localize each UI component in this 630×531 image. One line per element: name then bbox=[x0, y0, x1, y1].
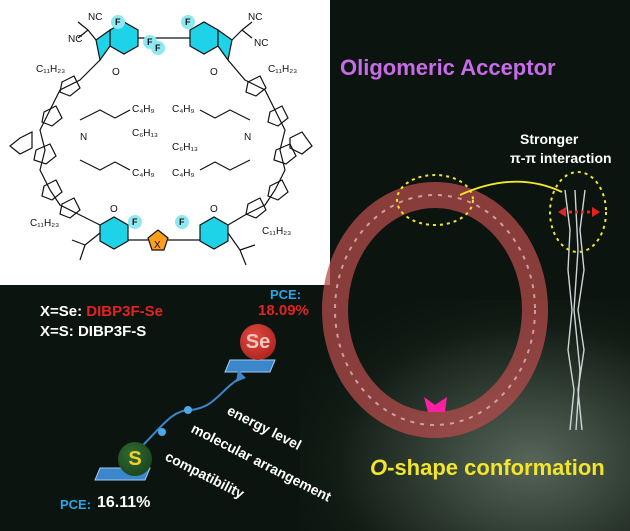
interaction-label-line2: π-π interaction bbox=[510, 150, 612, 166]
molecule-drawing: NC NC NC NC C₁₁H₂₃ C₁₁H₂₃ C₁₁H₂₃ C₁₁H₂₃ … bbox=[9, 12, 313, 266]
performance-staircase bbox=[94, 359, 276, 481]
stacking-highlight-left bbox=[396, 174, 474, 226]
label-o-3: O bbox=[110, 204, 118, 215]
label-c6-2: C₆H₁₃ bbox=[172, 142, 198, 153]
label-cn-2: NC bbox=[68, 34, 82, 45]
label-f-6: F bbox=[179, 217, 185, 227]
label-c4-2: C₄H₉ bbox=[132, 168, 155, 179]
label-c6-1: C₆H₁₃ bbox=[132, 128, 158, 139]
o-shape-model-illustration bbox=[322, 171, 607, 438]
label-n-1: N bbox=[80, 132, 87, 143]
chemical-structure-panel: NC NC NC NC C₁₁H₂₃ C₁₁H₂₃ C₁₁H₂₃ C₁₁H₂₃ … bbox=[0, 0, 330, 285]
stacking-highlight-right bbox=[549, 171, 607, 253]
label-n-2: N bbox=[244, 132, 251, 143]
pce-value-se: 18.09% bbox=[258, 302, 309, 319]
pce-label-s: PCE: bbox=[60, 497, 92, 512]
label-c11-4: C₁₁H₂₃ bbox=[262, 226, 291, 237]
label-c11-3: C₁₁H₂₃ bbox=[30, 218, 59, 229]
label-cn-1: NC bbox=[88, 12, 102, 23]
variant-s-name: DIBP3F-S bbox=[77, 323, 147, 340]
label-c4-4: C₄H₉ bbox=[172, 168, 195, 179]
selenium-badge: Se bbox=[240, 324, 276, 360]
label-o-1: O bbox=[112, 67, 120, 78]
label-f-2: F bbox=[147, 37, 153, 47]
connector-line bbox=[459, 180, 563, 196]
label-f-3: F bbox=[185, 17, 191, 27]
conformation-label: O-shape conformation bbox=[370, 455, 605, 481]
label-o-2: O bbox=[210, 67, 218, 78]
pce-value-s: 16.11% bbox=[97, 494, 151, 511]
main-title: Oligomeric Acceptor bbox=[340, 55, 556, 80]
variant-se-name: DIBP3F-Se bbox=[86, 303, 163, 320]
label-f-4: F bbox=[155, 43, 161, 53]
label-cn-3: NC bbox=[248, 12, 262, 23]
conformation-rest: -shape conformation bbox=[387, 455, 605, 480]
variant-se-prefix: X=Se: bbox=[40, 303, 83, 320]
label-c11-2: C₁₁H₂₃ bbox=[268, 64, 297, 75]
interaction-label-line1: Stronger bbox=[520, 131, 579, 147]
label-o-4: O bbox=[210, 204, 218, 215]
label-x: X bbox=[154, 240, 161, 251]
label-c4-3: C₄H₉ bbox=[172, 104, 195, 115]
label-f-1: F bbox=[115, 17, 121, 27]
sulfur-badge: S bbox=[118, 442, 152, 476]
label-cn-4: NC bbox=[254, 38, 268, 49]
label-c11-1: C₁₁H₂₃ bbox=[36, 64, 65, 75]
conformation-italic: O bbox=[370, 455, 388, 480]
variant-se-label: X=Se: DIBP3F-Se bbox=[40, 303, 163, 320]
label-c4-1: C₄H₉ bbox=[132, 104, 155, 115]
pce-label-se: PCE: bbox=[270, 287, 302, 302]
variant-s-label: X=S: DIBP3F-S bbox=[40, 323, 146, 340]
variant-s-prefix: X=S: bbox=[40, 323, 74, 340]
label-f-5: F bbox=[132, 217, 138, 227]
